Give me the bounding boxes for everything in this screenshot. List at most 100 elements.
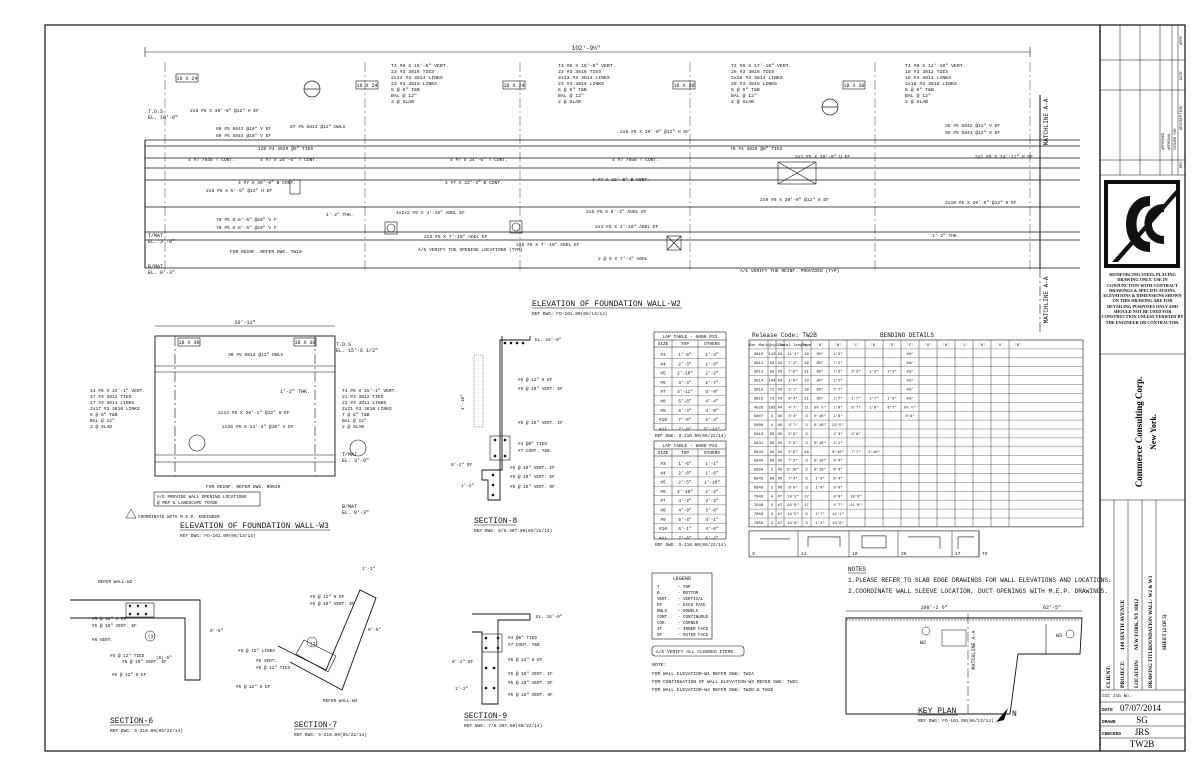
bend-cell: 8½" <box>816 388 823 393</box>
svg-text:REF DWG: FO-101.00(06/13/14): REF DWG: FO-101.00(06/13/14) <box>180 533 256 539</box>
bend-cell: 22'9" <box>787 503 799 508</box>
svg-text:5 @ 6" T&B: 5 @ 6" T&B <box>558 87 587 93</box>
svg-text:REF DWG: 8/5-307.00(05/22/14): REF DWG: 8/5-307.00(05/22/14) <box>474 528 552 534</box>
bend-cell: 0'10" <box>814 459 826 464</box>
bend-cell: 21'8" <box>850 503 862 508</box>
bend-cell: 3814 <box>754 380 764 384</box>
lap-cell: #11 <box>659 427 667 432</box>
bend-cell: 5842 <box>754 451 764 455</box>
lap-cell: 7'-0" <box>678 418 692 423</box>
lap-cell: 2'-10" <box>677 490 693 495</box>
svg-text:#5 @ 10" VERT. IF: #5 @ 10" VERT. IF <box>518 421 563 426</box>
svg-text:1'-2": 1'-2" <box>455 687 469 692</box>
svg-text:62'-5": 62'-5" <box>1043 605 1061 611</box>
svg-text:23 #3 3816 TIES: 23 #3 3816 TIES <box>558 69 601 75</box>
bend-cell: 3815 <box>754 389 764 393</box>
bend-cell: 4 <box>771 415 774 419</box>
bend-cell: 5'9" <box>788 432 797 437</box>
bend-cell: 144 <box>768 380 776 384</box>
w3-title: ELEVATION OF FOUNDATION WALL-W3 <box>180 522 329 531</box>
svg-text:23 #3 3816 TIES: 23 #3 3816 TIES <box>391 69 434 75</box>
bmat-label: B/MAT <box>148 264 163 270</box>
bend-cell: 2'5" <box>788 441 797 446</box>
w2-ref: REF DWG: FO-101.00(06/13/14) <box>532 311 608 317</box>
svg-text:(3): (3) <box>148 635 156 640</box>
bend-cell: 26 <box>804 451 809 455</box>
lap-cell: 2'-3" <box>678 362 692 367</box>
svg-text:2x17 #3 3810 LINKS: 2x17 #3 3810 LINKS <box>90 406 140 412</box>
shape-label: 17 <box>955 551 961 557</box>
lap-cell: 5'-4" <box>678 518 692 523</box>
bend-cell: 85 <box>770 433 775 437</box>
svg-text:4 #7 X 24'-6" T CONT.: 4 #7 X 24'-6" T CONT. <box>260 157 318 163</box>
svg-text:5 @ 6" T&B: 5 @ 6" T&B <box>391 87 420 93</box>
svg-text:(3): (3) <box>310 642 318 647</box>
svg-text:FOR WALL ELEVATION-W4 REFER DW: FOR WALL ELEVATION-W4 REFER DWG: TW2D & … <box>652 687 774 693</box>
bend-cell: 3 <box>805 486 808 490</box>
svg-text:REF DWG: S-210.00(05/22/14): REF DWG: S-210.00(05/22/14) <box>655 543 726 548</box>
bend-cell: 3 <box>805 415 808 419</box>
bend-cell: 36 <box>770 442 775 446</box>
svg-text:A/E VERIFY THE OPENING LOCATIO: A/E VERIFY THE OPENING LOCATIONS (TYP) <box>418 247 523 253</box>
bend-cell: 8'0" <box>833 485 842 490</box>
shape-label: 26 <box>901 551 907 557</box>
svg-text:REF DWG: FO-101.00(06/13/14): REF DWG: FO-101.00(06/13/14) <box>918 718 994 724</box>
bend-cell: 0'10" <box>814 468 826 473</box>
bend-cell: 7'2" <box>788 459 797 464</box>
bend-header: 'E' <box>888 343 895 348</box>
company-name: Commerce Consulting Corp. <box>1134 377 1144 488</box>
bend-cell: 9'0" <box>788 485 797 490</box>
lap-cell: 4'-8" <box>705 527 719 532</box>
bend-cell: 5'9" <box>788 450 797 455</box>
bend-cell: 7846 <box>754 495 764 499</box>
bend-cell: 7'4" <box>788 477 797 482</box>
bend-cell: 8½" <box>816 370 823 375</box>
bend-cell: 19 <box>804 353 809 357</box>
bend-cell: 8'7" <box>851 405 860 410</box>
lap-cell: #9 <box>660 518 666 523</box>
svg-text:FOR REINF. REFER DWG. TW10: FOR REINF. REFER DWG. TW10 <box>230 249 302 255</box>
bend-cell: 17 <box>804 504 809 508</box>
bend-cell: #3 <box>778 389 783 393</box>
svg-text:REF DWG: S-210.00(05/22/14): REF DWG: S-210.00(05/22/14) <box>110 728 183 734</box>
bend-cell: 72 <box>770 389 775 393</box>
legend-abbr: DWLS <box>657 610 668 614</box>
bend-cell: 6849 <box>754 486 764 490</box>
svg-text:4x2x2 #5 X 4'-10" ADDL EF: 4x2x2 #5 X 4'-10" ADDL EF <box>396 210 465 216</box>
ccc-logo <box>1104 180 1180 268</box>
bend-cell: 3 <box>805 522 808 526</box>
bend-cell: #3 <box>778 353 783 357</box>
shape-label: T9 <box>982 551 988 557</box>
lap-cell: 4'-9" <box>678 509 692 514</box>
svg-text:4 #7 7858 T CONT.: 4 #7 7858 T CONT. <box>612 157 659 163</box>
lap-cell: 4'-1" <box>705 518 719 523</box>
lap-cell: #7 <box>660 499 666 504</box>
svg-text:18 X 30: 18 X 30 <box>178 340 199 346</box>
bend-cell: #7 <box>778 513 783 517</box>
lap-cell: 1'-1" <box>705 462 719 467</box>
svg-text:1'-2" THK.: 1'-2" THK. <box>280 389 310 395</box>
svg-text:REF DWG: S-210.00(05/22/14): REF DWG: S-210.00(05/22/14) <box>294 732 367 738</box>
column-boxes: 16 X 24 16 X 24 16 X 24 16 X 30 18 X 30 <box>175 73 866 90</box>
bend-cell: 112 <box>768 353 776 357</box>
section-7: #5 @ 12" H EF #5 @ 10" VERT. EF #5 @ 12"… <box>236 567 382 738</box>
bend-cell: 4 <box>771 424 774 428</box>
bend-cell: 11 <box>804 371 809 375</box>
svg-text:BAL @ 12": BAL @ 12" <box>905 93 931 99</box>
legend-desc: - DOWELS <box>678 610 699 614</box>
bending-details-table: Release Code: TW2B BENDING DETAILS Bar M… <box>748 332 1084 558</box>
bend-header: 'J' <box>960 343 967 348</box>
svg-text:#5 @ 12" H EF: #5 @ 12" H EF <box>310 595 345 600</box>
svg-text:#5 @ 12" TIES: #5 @ 12" TIES <box>256 666 291 671</box>
bend-cell: 8½ ½" <box>814 405 826 410</box>
svg-text:TOP: TOP <box>681 451 689 456</box>
svg-text:DATE: DATE <box>1180 71 1184 80</box>
svg-text:T4 #6 X 15'-1" VERT.: T4 #6 X 15'-1" VERT. <box>342 388 397 394</box>
svg-text:DESCRIPTION: DESCRIPTION <box>1180 106 1184 130</box>
svg-text:CHECKED: CHECKED <box>1102 731 1121 737</box>
bend-cell: 3816 <box>754 397 764 401</box>
notes-box: NOTES 1.PLEASE REFER TO SLAB EDGE DRAWIN… <box>848 566 1112 595</box>
svg-text:T4 #6 X 17'-10" VERT.: T4 #6 X 17'-10" VERT. <box>731 63 791 69</box>
section-7-title: SECTION-7 <box>294 721 337 730</box>
svg-text:2x14 #5 X 20'-1" @12" H EF: 2x14 #5 X 20'-1" @12" H EF <box>218 410 290 416</box>
